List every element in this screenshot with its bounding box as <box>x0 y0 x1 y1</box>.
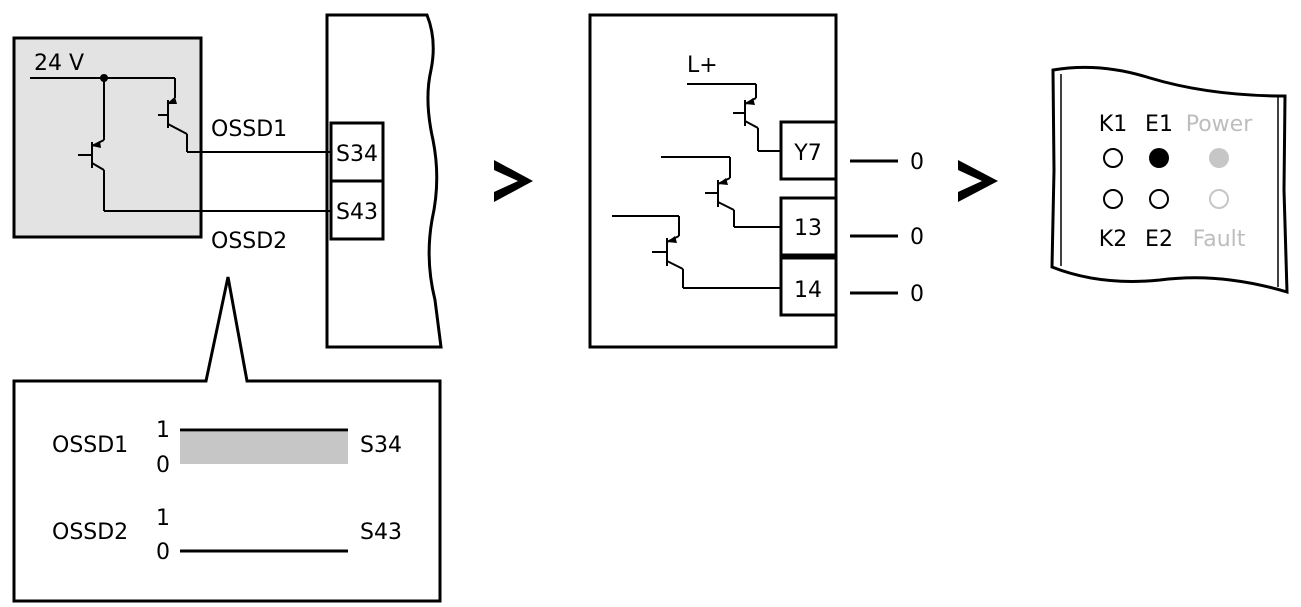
led-k2-icon <box>1103 189 1123 209</box>
terminal-y7-label: Y7 <box>793 141 821 166</box>
signal-ossd2-terminal: S43 <box>360 520 402 545</box>
signal-ossd1-fill <box>180 432 348 464</box>
led-e2-icon <box>1149 189 1169 209</box>
led-e1-icon <box>1149 148 1169 168</box>
output-state-13: 0 <box>910 225 924 250</box>
transistor-y7 <box>687 83 781 152</box>
signal-ossd2-high: 1 <box>156 506 170 531</box>
signal-callout: OSSD1 1 0 S34 OSSD2 1 0 S43 <box>12 276 442 603</box>
supply-lplus-label: L+ <box>687 53 718 78</box>
output-state-y7: 0 <box>910 150 924 175</box>
transistor-13 <box>661 156 781 228</box>
transistor-ossd2 <box>78 78 105 211</box>
flow-arrow-1 <box>494 160 533 202</box>
led-fault-icon <box>1209 189 1229 209</box>
transistor-ossd1 <box>158 78 188 152</box>
led-label-k1: K1 <box>1099 112 1127 137</box>
led-panel-body <box>1050 65 1289 295</box>
terminal-13-label: 13 <box>794 216 822 241</box>
sensor-box <box>12 36 203 239</box>
led-label-e2: E2 <box>1145 227 1173 252</box>
signal-ossd1-name: OSSD1 <box>52 433 128 458</box>
terminal-14-label: 14 <box>794 278 822 303</box>
flow-arrow-2 <box>958 160 998 202</box>
output-module-body <box>588 13 838 349</box>
supply-24v-label: 24 V <box>34 51 84 76</box>
led-label-power: Power <box>1186 112 1253 137</box>
led-label-k2: K2 <box>1099 227 1127 252</box>
terminal-s34-label: S34 <box>336 142 378 167</box>
led-label-e1: E1 <box>1145 112 1173 137</box>
terminal-14 <box>779 256 838 317</box>
transistor-14 <box>612 215 781 289</box>
led-power-icon <box>1209 148 1229 168</box>
signal-ossd1-low: 0 <box>156 453 170 478</box>
terminal-s43 <box>329 179 385 241</box>
signal-ossd2-name: OSSD2 <box>52 520 128 545</box>
output-state-14: 0 <box>910 282 924 307</box>
sensor-unit: 24 V OSSD1 OSSD2 <box>12 36 331 254</box>
relay-input-body <box>325 13 443 349</box>
terminal-13 <box>779 196 838 257</box>
relay-input-module: S34 S43 <box>325 13 443 349</box>
signal-ossd2-low: 0 <box>156 540 170 565</box>
signal-ossd1-terminal: S34 <box>360 433 402 458</box>
terminal-y7 <box>779 120 838 181</box>
terminal-s43-label: S43 <box>336 200 378 225</box>
signal-ossd1-high: 1 <box>156 418 170 443</box>
led-k1-icon <box>1103 148 1123 168</box>
led-panel: K1 E1 Power K2 E2 Fault <box>1050 65 1289 295</box>
ossd1-label: OSSD1 <box>211 117 287 142</box>
led-label-fault: Fault <box>1193 227 1246 252</box>
output-module: L+ <box>588 13 924 349</box>
ossd2-label: OSSD2 <box>211 229 287 254</box>
